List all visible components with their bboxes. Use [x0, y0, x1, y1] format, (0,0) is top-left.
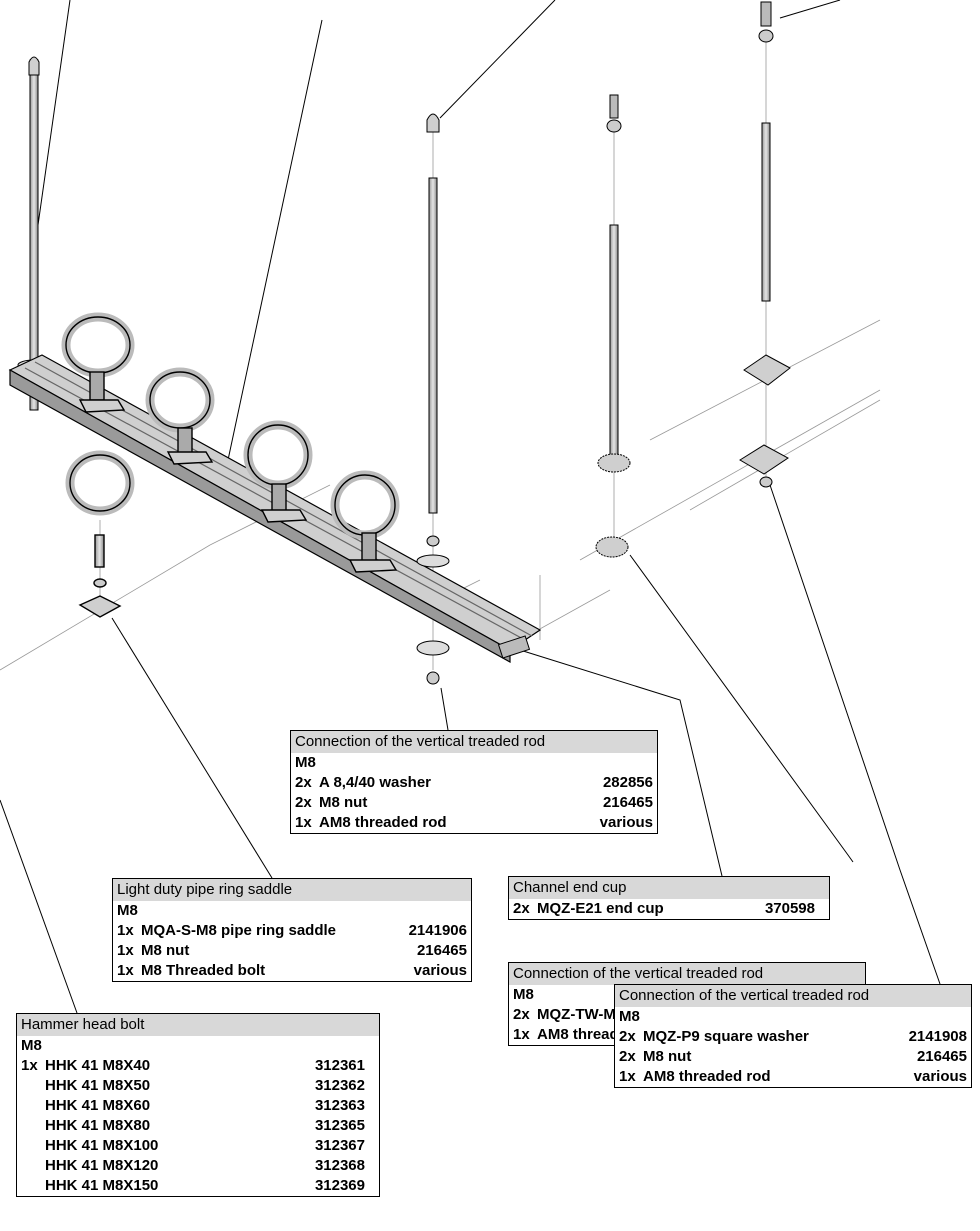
center-rod-assembly — [416, 113, 531, 685]
callout-size: M8 — [21, 1037, 42, 1054]
pipe-ring-loose — [65, 450, 135, 618]
pipe-rings — [61, 312, 400, 618]
pipe-ring-1 — [61, 312, 135, 413]
callout-size: M8 — [619, 1008, 640, 1025]
callout-title: Connection of the vertical treaded rod — [291, 731, 657, 753]
callout-title: Hammer head bolt — [17, 1014, 379, 1036]
pipe-ring-3 — [243, 420, 313, 523]
trapeze-rod-assembly — [595, 94, 631, 558]
pipe-ring-2 — [145, 367, 215, 465]
callout-size: M8 — [295, 754, 316, 771]
leader-lines — [0, 0, 941, 1014]
callout-title: Connection of the vertical treaded rod — [615, 985, 971, 1007]
callout-vertical-rod-washer: Connection of the vertical treaded rod M… — [290, 730, 658, 834]
callout-vertical-rod-square: Connection of the vertical treaded rod M… — [614, 984, 972, 1088]
callout-title: Connection of the vertical treaded rod — [509, 963, 865, 985]
square-washer-rod-assembly — [739, 1, 791, 488]
callout-title: Light duty pipe ring saddle — [113, 879, 471, 901]
pipe-ring-4 — [330, 470, 400, 573]
callout-size: M8 — [513, 986, 534, 1003]
callout-size: M8 — [117, 902, 138, 919]
callout-title: Channel end cup — [509, 877, 829, 899]
